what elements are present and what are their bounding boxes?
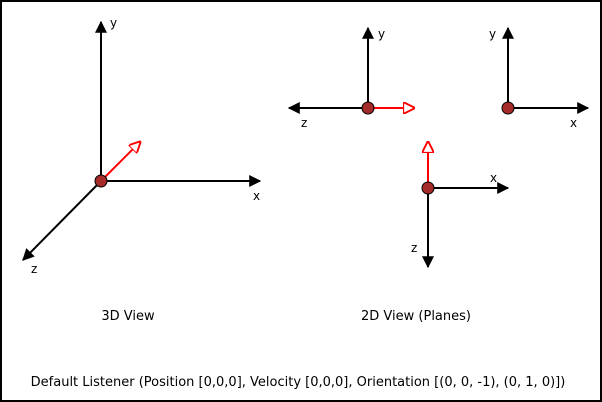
x-label-3d: x xyxy=(253,189,260,203)
view-2d-zy-plane: y z xyxy=(287,26,414,130)
view-2d-xz-plane: x z xyxy=(411,142,510,269)
listener-description: Default Listener (Position [0,0,0], Velo… xyxy=(31,375,566,390)
orientation-vector-3d xyxy=(100,142,140,182)
listener-dot-xz xyxy=(421,181,435,195)
view-3d: y x z 3D View xyxy=(22,16,262,324)
listener-dot-xy xyxy=(501,101,515,115)
y-label-xy: y xyxy=(489,27,496,41)
z-label-3d: z xyxy=(31,262,37,276)
z-axis-3d xyxy=(22,180,102,261)
y-label-3d: y xyxy=(110,16,117,30)
caption-2d-view: 2D View (Planes) xyxy=(361,309,471,324)
z-label-zy: z xyxy=(301,116,307,130)
x-label-xy: x xyxy=(570,116,577,130)
z-label-xz: z xyxy=(411,241,417,255)
caption-3d-view: 3D View xyxy=(101,309,155,324)
listener-dot-zy xyxy=(361,101,375,115)
x-label-xz: x xyxy=(490,171,497,185)
listener-dot-3d xyxy=(94,174,108,188)
y-label-zy: y xyxy=(378,27,385,41)
view-2d-xy-plane: y x xyxy=(489,26,590,130)
